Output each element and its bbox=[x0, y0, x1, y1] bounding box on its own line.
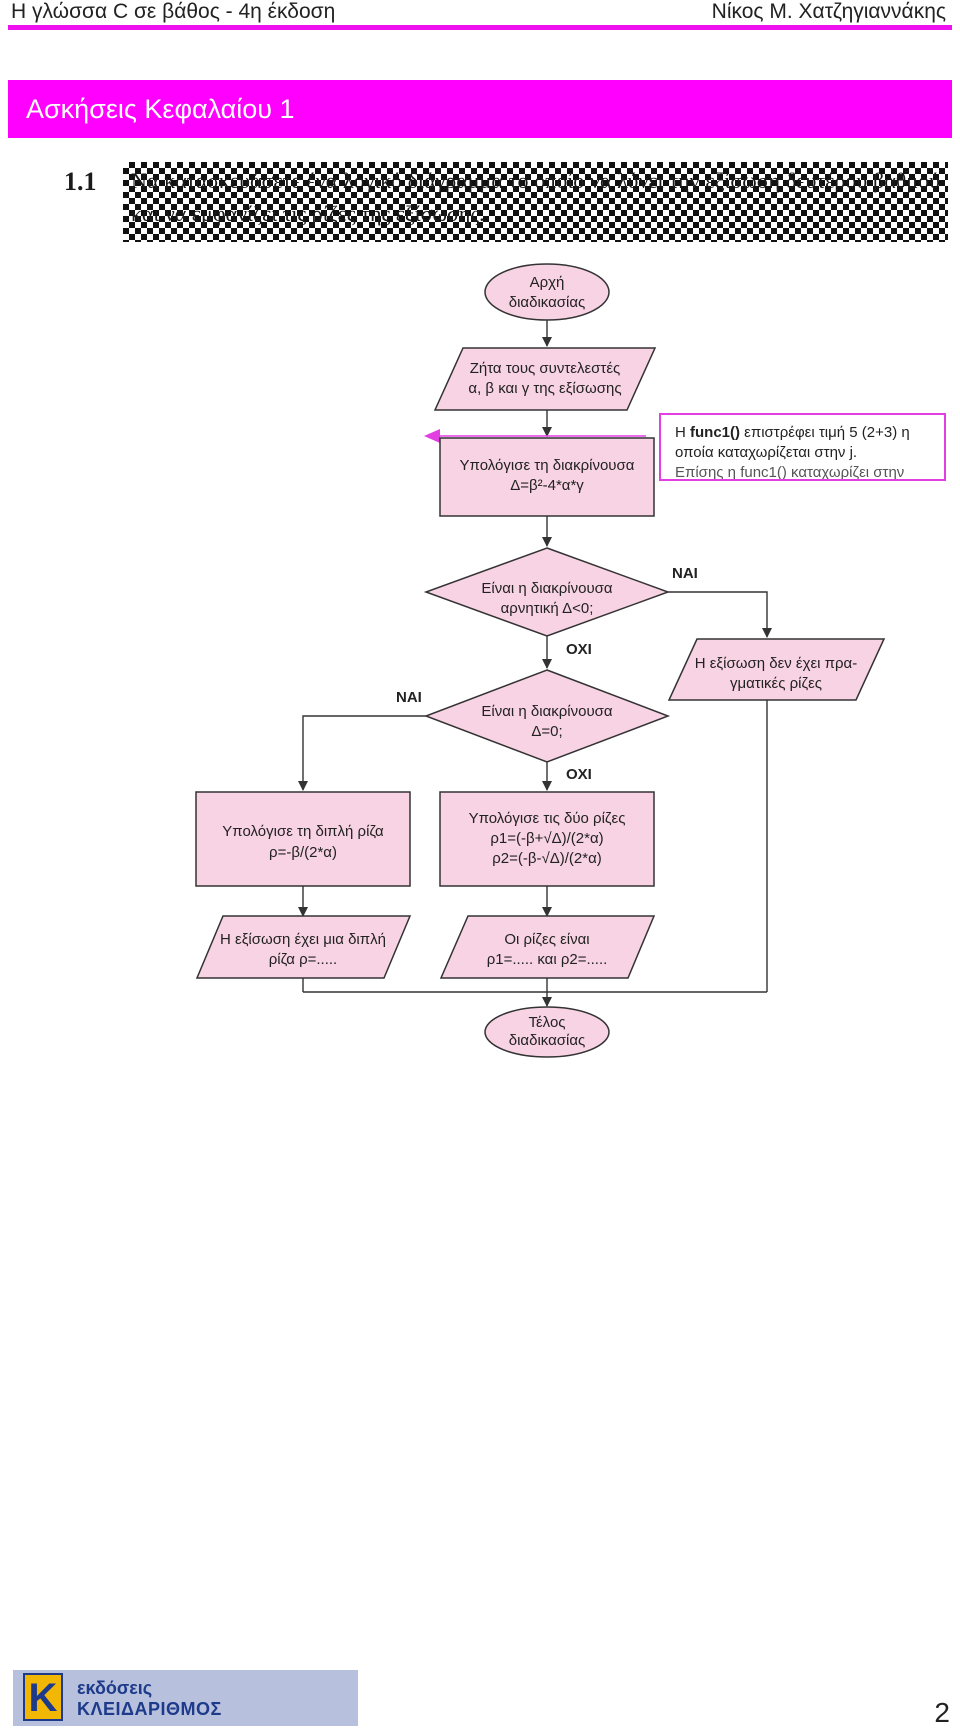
double-root-output-line-1: Η εξίσωση έχει μια διπλή bbox=[220, 931, 386, 948]
two-roots-box bbox=[439, 791, 655, 887]
two-roots-line-1: Υπολόγισε τις δύο ρίζες bbox=[469, 810, 626, 827]
double-root-line-1: Υπολόγισε τη διπλή ρίζα bbox=[222, 823, 384, 840]
publisher-logo: K εκδόσεις ΚΛΕΙΔΑΡΙΘΜΟΣ bbox=[13, 1670, 358, 1726]
end-terminal bbox=[484, 1006, 610, 1058]
label-no-zero: ΟΧΙ bbox=[566, 766, 592, 783]
end-line-2: διαδικασίας bbox=[509, 1032, 586, 1049]
two-roots-output-line-1: Οι ρίζες είναι bbox=[504, 931, 589, 948]
decision-zero-line-2: Δ=0; bbox=[531, 723, 562, 740]
two-roots-output-line-2: ρ1=..... και ρ2=..... bbox=[487, 951, 608, 968]
callout-line-1: Η func1() επιστρέφει τιμή 5 (2+3) η bbox=[675, 423, 930, 443]
start-line-2: διαδικασίας bbox=[509, 294, 586, 311]
end-line-1: Τέλος bbox=[528, 1014, 565, 1031]
label-yes-negative: ΝΑΙ bbox=[672, 565, 698, 582]
two-roots-line-3: ρ2=(-β-√Δ)/(2*α) bbox=[492, 850, 602, 867]
key-logo-icon: K bbox=[23, 1673, 63, 1721]
decision-negative-diamond bbox=[423, 547, 671, 637]
exercise-text-obscured: Να κατασκευάσετε ένα λογικό διάγραμμα το… bbox=[123, 162, 948, 242]
publisher-line-2: ΚΛΕΙΔΑΡΙΘΜΟΣ bbox=[77, 1699, 222, 1719]
quadratic-flowchart: Αρχή διαδικασίας Ζήτα τους συντελεστές α… bbox=[195, 263, 886, 1058]
exercise-number: 1.1 bbox=[64, 167, 97, 196]
chapter-banner: Ασκήσεις Κεφαλαίου 1 bbox=[8, 80, 952, 138]
no-roots-output-shape bbox=[667, 638, 886, 701]
author-name: Νίκος Μ. Χατζηγιαννάκης bbox=[711, 0, 946, 23]
page-number: 2 bbox=[934, 1697, 950, 1728]
input-line-2: α, β και γ της εξίσωσης bbox=[468, 380, 621, 397]
double-root-box bbox=[195, 791, 411, 887]
callout-line-3: Επίσης η func1() καταχωρίζει στην bbox=[675, 464, 905, 481]
callout-line-1-suffix: επιστρέφει τιμή 5 (2+3) η bbox=[740, 424, 910, 441]
input-coefficients-shape bbox=[433, 347, 657, 411]
double-root-line-2: ρ=-β/(2*α) bbox=[269, 844, 337, 861]
callout-note: Η func1() επιστρέφει τιμή 5 (2+3) η οποί… bbox=[659, 413, 946, 481]
callout-line-1-prefix: Η bbox=[675, 424, 690, 441]
publisher-line-1: εκδόσεις bbox=[77, 1678, 153, 1698]
flow-connectors bbox=[298, 320, 772, 1007]
compute-discriminant-box bbox=[439, 437, 655, 517]
book-title: Η γλώσσα C σε βάθος - 4η έκδοση bbox=[11, 0, 336, 23]
label-yes-zero: ΝΑΙ bbox=[396, 689, 422, 706]
compute-delta-line-2: Δ=β²-4*α*γ bbox=[510, 477, 584, 494]
no-roots-line-2: γματικές ρίζες bbox=[730, 675, 822, 692]
callout-pointer-arrow bbox=[424, 429, 646, 443]
decision-negative-line-2: αρνητική Δ<0; bbox=[501, 600, 594, 617]
double-root-output-shape bbox=[195, 915, 412, 979]
two-roots-output-shape bbox=[439, 915, 656, 979]
start-line-1: Αρχή bbox=[530, 274, 565, 291]
decision-zero-diamond bbox=[423, 669, 671, 763]
decision-zero-line-1: Είναι η διακρίνουσα bbox=[481, 703, 613, 720]
callout-func-name: func1() bbox=[690, 424, 740, 441]
start-terminal bbox=[484, 263, 610, 321]
decision-negative-line-1: Είναι η διακρίνουσα bbox=[481, 580, 613, 597]
callout-line-2: οποία καταχωρίζεται στην j. bbox=[675, 444, 858, 461]
no-roots-line-1: Η εξίσωση δεν έχει πρα- bbox=[695, 655, 857, 672]
compute-delta-line-1: Υπολόγισε τη διακρίνουσα bbox=[460, 457, 635, 474]
double-root-output-line-2: ρίζα ρ=..... bbox=[269, 951, 337, 968]
input-line-1: Ζήτα τους συντελεστές bbox=[470, 360, 621, 377]
two-roots-line-2: ρ1=(-β+√Δ)/(2*α) bbox=[490, 830, 603, 847]
header-rule bbox=[8, 25, 952, 30]
label-no-negative: ΟΧΙ bbox=[566, 641, 592, 658]
